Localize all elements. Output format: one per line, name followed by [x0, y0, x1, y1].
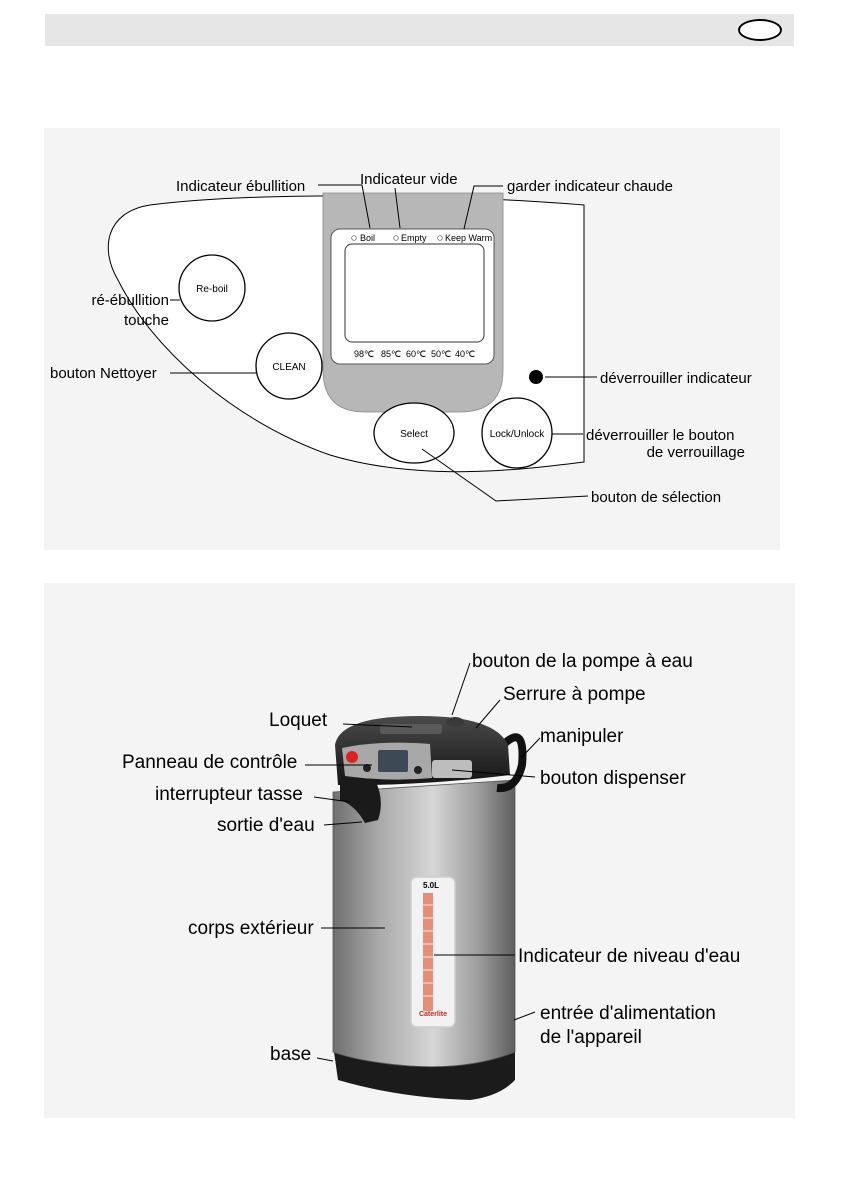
lid-red-button — [346, 751, 358, 763]
temp-label: 40℃ — [455, 349, 475, 359]
temp-label: 98℃ — [354, 349, 374, 359]
appliance-svg: 5.0L Caterlite bouton de la pompe à eau … — [122, 651, 740, 1100]
reboil-button[interactable] — [178, 254, 246, 322]
temp-label: 50℃ — [431, 349, 451, 359]
clean-button-label: CLEAN — [272, 362, 305, 373]
pump-button-part — [446, 717, 464, 727]
clean-button-callout: bouton Nettoyer — [50, 365, 157, 382]
water-level-callout: Indicateur de niveau d'eau — [518, 946, 740, 967]
lock-unlock-button[interactable] — [481, 397, 553, 469]
select-button[interactable] — [373, 402, 455, 464]
latch-callout: Loquet — [269, 710, 328, 731]
power-inlet-callout-line1: entrée d'alimentation — [540, 1003, 716, 1024]
dispense-button-part — [432, 760, 472, 778]
lcd-screen — [344, 243, 485, 343]
boil-label: Boil — [360, 233, 375, 243]
reboil-key-callout-line2: touche — [124, 312, 169, 329]
water-spout — [340, 780, 381, 823]
leader-lines — [170, 184, 597, 502]
handle-callout: manipuler — [540, 726, 624, 747]
empty-led-icon — [393, 235, 399, 241]
keep-warm-label: Keep Warm — [445, 233, 492, 243]
water-outlet-callout: sortie d'eau — [217, 815, 315, 836]
appliance-leader-lines — [305, 662, 541, 1062]
language-badge — [738, 19, 782, 41]
level-gauge-ticks — [423, 904, 433, 997]
base-callout: base — [270, 1044, 311, 1065]
boil-led-icon — [351, 235, 357, 241]
empty-indicator-callout: Indicateur vide — [360, 171, 458, 188]
latch-part — [380, 724, 442, 734]
unlock-indicator-callout: déverrouiller indicateur — [600, 370, 752, 387]
control-panel-callout: Panneau de contrôle — [122, 752, 297, 773]
outer-body-callout: corps extérieur — [188, 918, 314, 939]
pump-lock-callout: Serrure à pompe — [503, 684, 646, 705]
power-inlet-callout-line2: de l'appareil — [540, 1027, 642, 1048]
select-button-callout: bouton de sélection — [591, 489, 721, 506]
header-bar — [45, 14, 794, 46]
lock-button-callout-line2: de verrouillage — [647, 444, 745, 461]
keep-warm-led-icon — [437, 235, 443, 241]
reboil-button-label: Re-boil — [196, 284, 228, 295]
reboil-key-callout-line1: ré-ébullition — [91, 292, 169, 309]
lock-unlock-button-label: Lock/Unlock — [490, 429, 545, 440]
brand-logo: Caterlite — [419, 1011, 447, 1018]
unlock-indicator-dot — [529, 370, 543, 384]
boil-indicator-callout: Indicateur ébullition — [176, 178, 305, 195]
keep-warm-indicator-callout: garder indicateur chaude — [507, 178, 673, 195]
cup-switch-callout: interrupteur tasse — [155, 784, 303, 805]
appliance-handle — [496, 733, 527, 793]
lock-button-callout-line1: déverrouiller le bouton — [586, 427, 734, 444]
empty-label: Empty — [401, 233, 427, 243]
clean-button[interactable] — [255, 332, 323, 400]
control-panel-svg: Boil Empty Keep Warm 98℃ 85℃ 60℃ 50℃ 40℃… — [50, 171, 752, 506]
level-gauge — [423, 893, 433, 1011]
select-button-label: Select — [400, 429, 428, 440]
temp-label: 85℃ — [381, 349, 401, 359]
pump-button-callout: bouton de la pompe à eau — [472, 651, 693, 672]
dispense-button-callout: bouton dispenser — [540, 768, 686, 789]
temp-label: 60℃ — [406, 349, 426, 359]
level-max-label: 5.0L — [423, 881, 439, 890]
appliance-diagram: 5.0L Caterlite bouton de la pompe à eau … — [44, 583, 795, 1118]
control-panel-diagram: Boil Empty Keep Warm 98℃ 85℃ 60℃ 50℃ 40℃… — [44, 128, 780, 550]
lid-lcd — [378, 750, 408, 772]
